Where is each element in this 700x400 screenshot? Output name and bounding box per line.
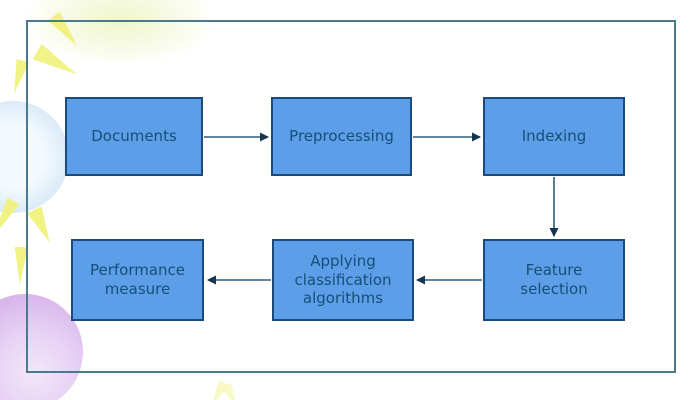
node-label: Preprocessing: [289, 127, 394, 146]
outer-frame: [26, 20, 676, 373]
node-applying-classification-algorithms: Applying classification algorithms: [272, 239, 414, 321]
node-performance-measure: Performance measure: [71, 239, 204, 321]
node-documents: Documents: [65, 97, 203, 176]
node-label: Indexing: [521, 127, 587, 146]
node-feature-selection: Feature selection: [483, 239, 625, 321]
node-label: Performance measure: [89, 261, 186, 298]
node-label: Documents: [91, 127, 177, 146]
node-label: Feature selection: [520, 261, 588, 298]
node-preprocessing: Preprocessing: [271, 97, 412, 176]
node-label: Applying classification algorithms: [294, 251, 392, 308]
node-indexing: Indexing: [483, 97, 625, 176]
